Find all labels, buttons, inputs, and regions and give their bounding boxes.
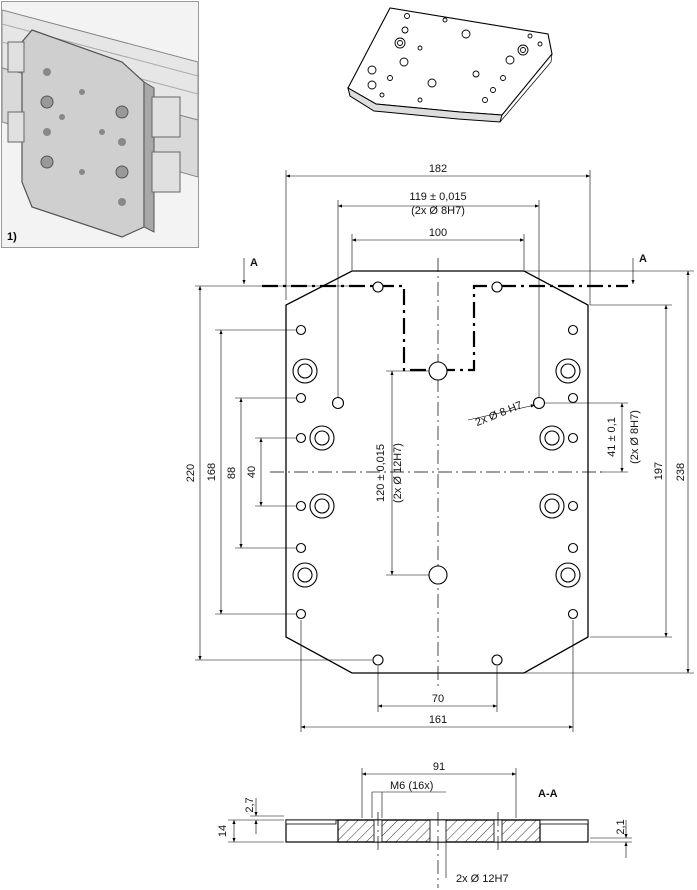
dim-height-197: 197 — [653, 462, 665, 480]
product-photo: 1) — [1, 1, 199, 248]
dim-height-238: 238 — [675, 463, 687, 481]
section-thick-2-7: 2,7 — [244, 797, 256, 812]
dim-pin-offset: 41 ± 0,1 — [606, 417, 618, 457]
dim-hole-span-88: 88 — [226, 467, 238, 479]
dim-overall-height: 220 — [185, 464, 197, 482]
section-thick-2-1: 2,1 — [615, 819, 627, 834]
plate-holes — [292, 281, 581, 666]
dim-inner-width: 100 — [429, 227, 447, 239]
section-view: 91 M6 (16x) A-A 2,7 14 2,1 2x Ø 12H7 — [217, 761, 632, 888]
section-width-91: 91 — [433, 761, 445, 773]
dim-overall-width: 182 — [429, 163, 447, 175]
dim-bore-spacing-note: (2x Ø 12H7) — [392, 443, 404, 503]
dim-hole-span-40: 40 — [246, 466, 258, 478]
product-photo-illustration — [2, 9, 198, 238]
dim-pin-spacing-note: (2x Ø 8H7) — [411, 205, 465, 217]
dim-bottom-161: 161 — [429, 714, 447, 726]
photo-label: 1) — [7, 231, 17, 243]
section-marker-right: A — [639, 253, 647, 265]
dim-pin-spacing: 119 ± 0,015 — [409, 191, 466, 203]
section-bore-label: 2x Ø 12H7 — [456, 873, 509, 885]
dim-hole-span-168: 168 — [206, 463, 218, 481]
section-title: A-A — [538, 788, 558, 800]
section-marker-left: A — [250, 257, 258, 269]
pin-label: 2x Ø 8 H7 — [474, 399, 524, 429]
dim-pin-offset-note: (2x Ø 8H7) — [629, 410, 641, 464]
isometric-view — [347, 7, 553, 123]
dim-bore-spacing: 120 ± 0,015 — [375, 444, 387, 502]
section-thick-14: 14 — [217, 825, 229, 837]
section-thread-label: M6 (16x) — [390, 780, 433, 792]
plan-view: 182 119 ± 0,015 (2x Ø 8H7) 100 A A 220 1… — [185, 163, 694, 732]
dim-bottom-70: 70 — [432, 693, 444, 705]
